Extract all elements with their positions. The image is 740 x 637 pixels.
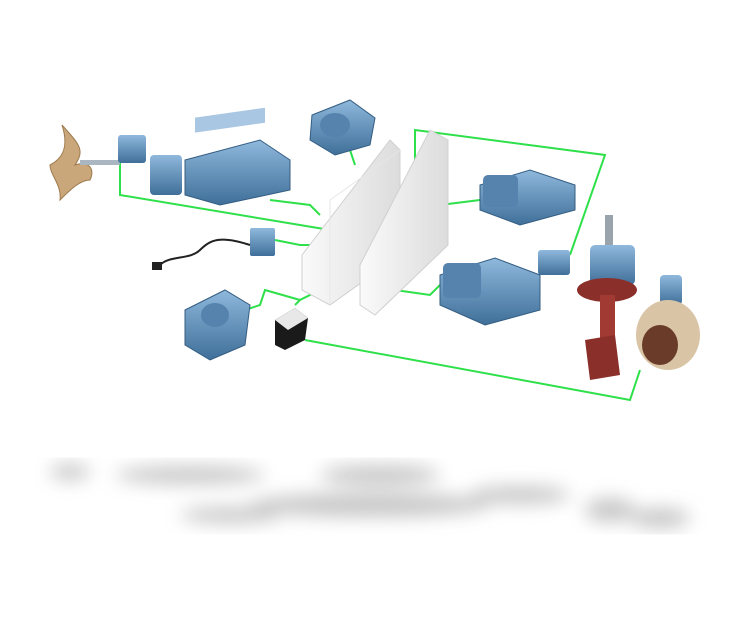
main-engine: [184, 139, 291, 206]
ground-shadow: [50, 464, 690, 528]
cable-thrusters: [304, 339, 641, 402]
generator-set-2: [439, 257, 541, 326]
battery: [275, 308, 308, 350]
cable-top-winch: [349, 149, 356, 166]
switchboard-2: [359, 129, 449, 316]
winch-top: [309, 99, 376, 156]
electric-motor: [150, 155, 182, 195]
thruster-drive: [538, 250, 570, 275]
cable-main-engine: [269, 199, 321, 216]
winch-bottom: [184, 289, 251, 361]
gearbox: [118, 135, 146, 163]
propulsion-train: [118, 107, 291, 206]
generator-set-1: [479, 169, 576, 226]
cable-winch-bottom: [244, 288, 301, 311]
azimuth-thruster: [577, 215, 637, 380]
tunnel-thruster: [636, 275, 700, 370]
shore-connection: [152, 228, 275, 270]
cable-propulsion-motor: [119, 160, 331, 231]
propeller: [49, 124, 120, 202]
cable-generator-2: [394, 284, 441, 297]
